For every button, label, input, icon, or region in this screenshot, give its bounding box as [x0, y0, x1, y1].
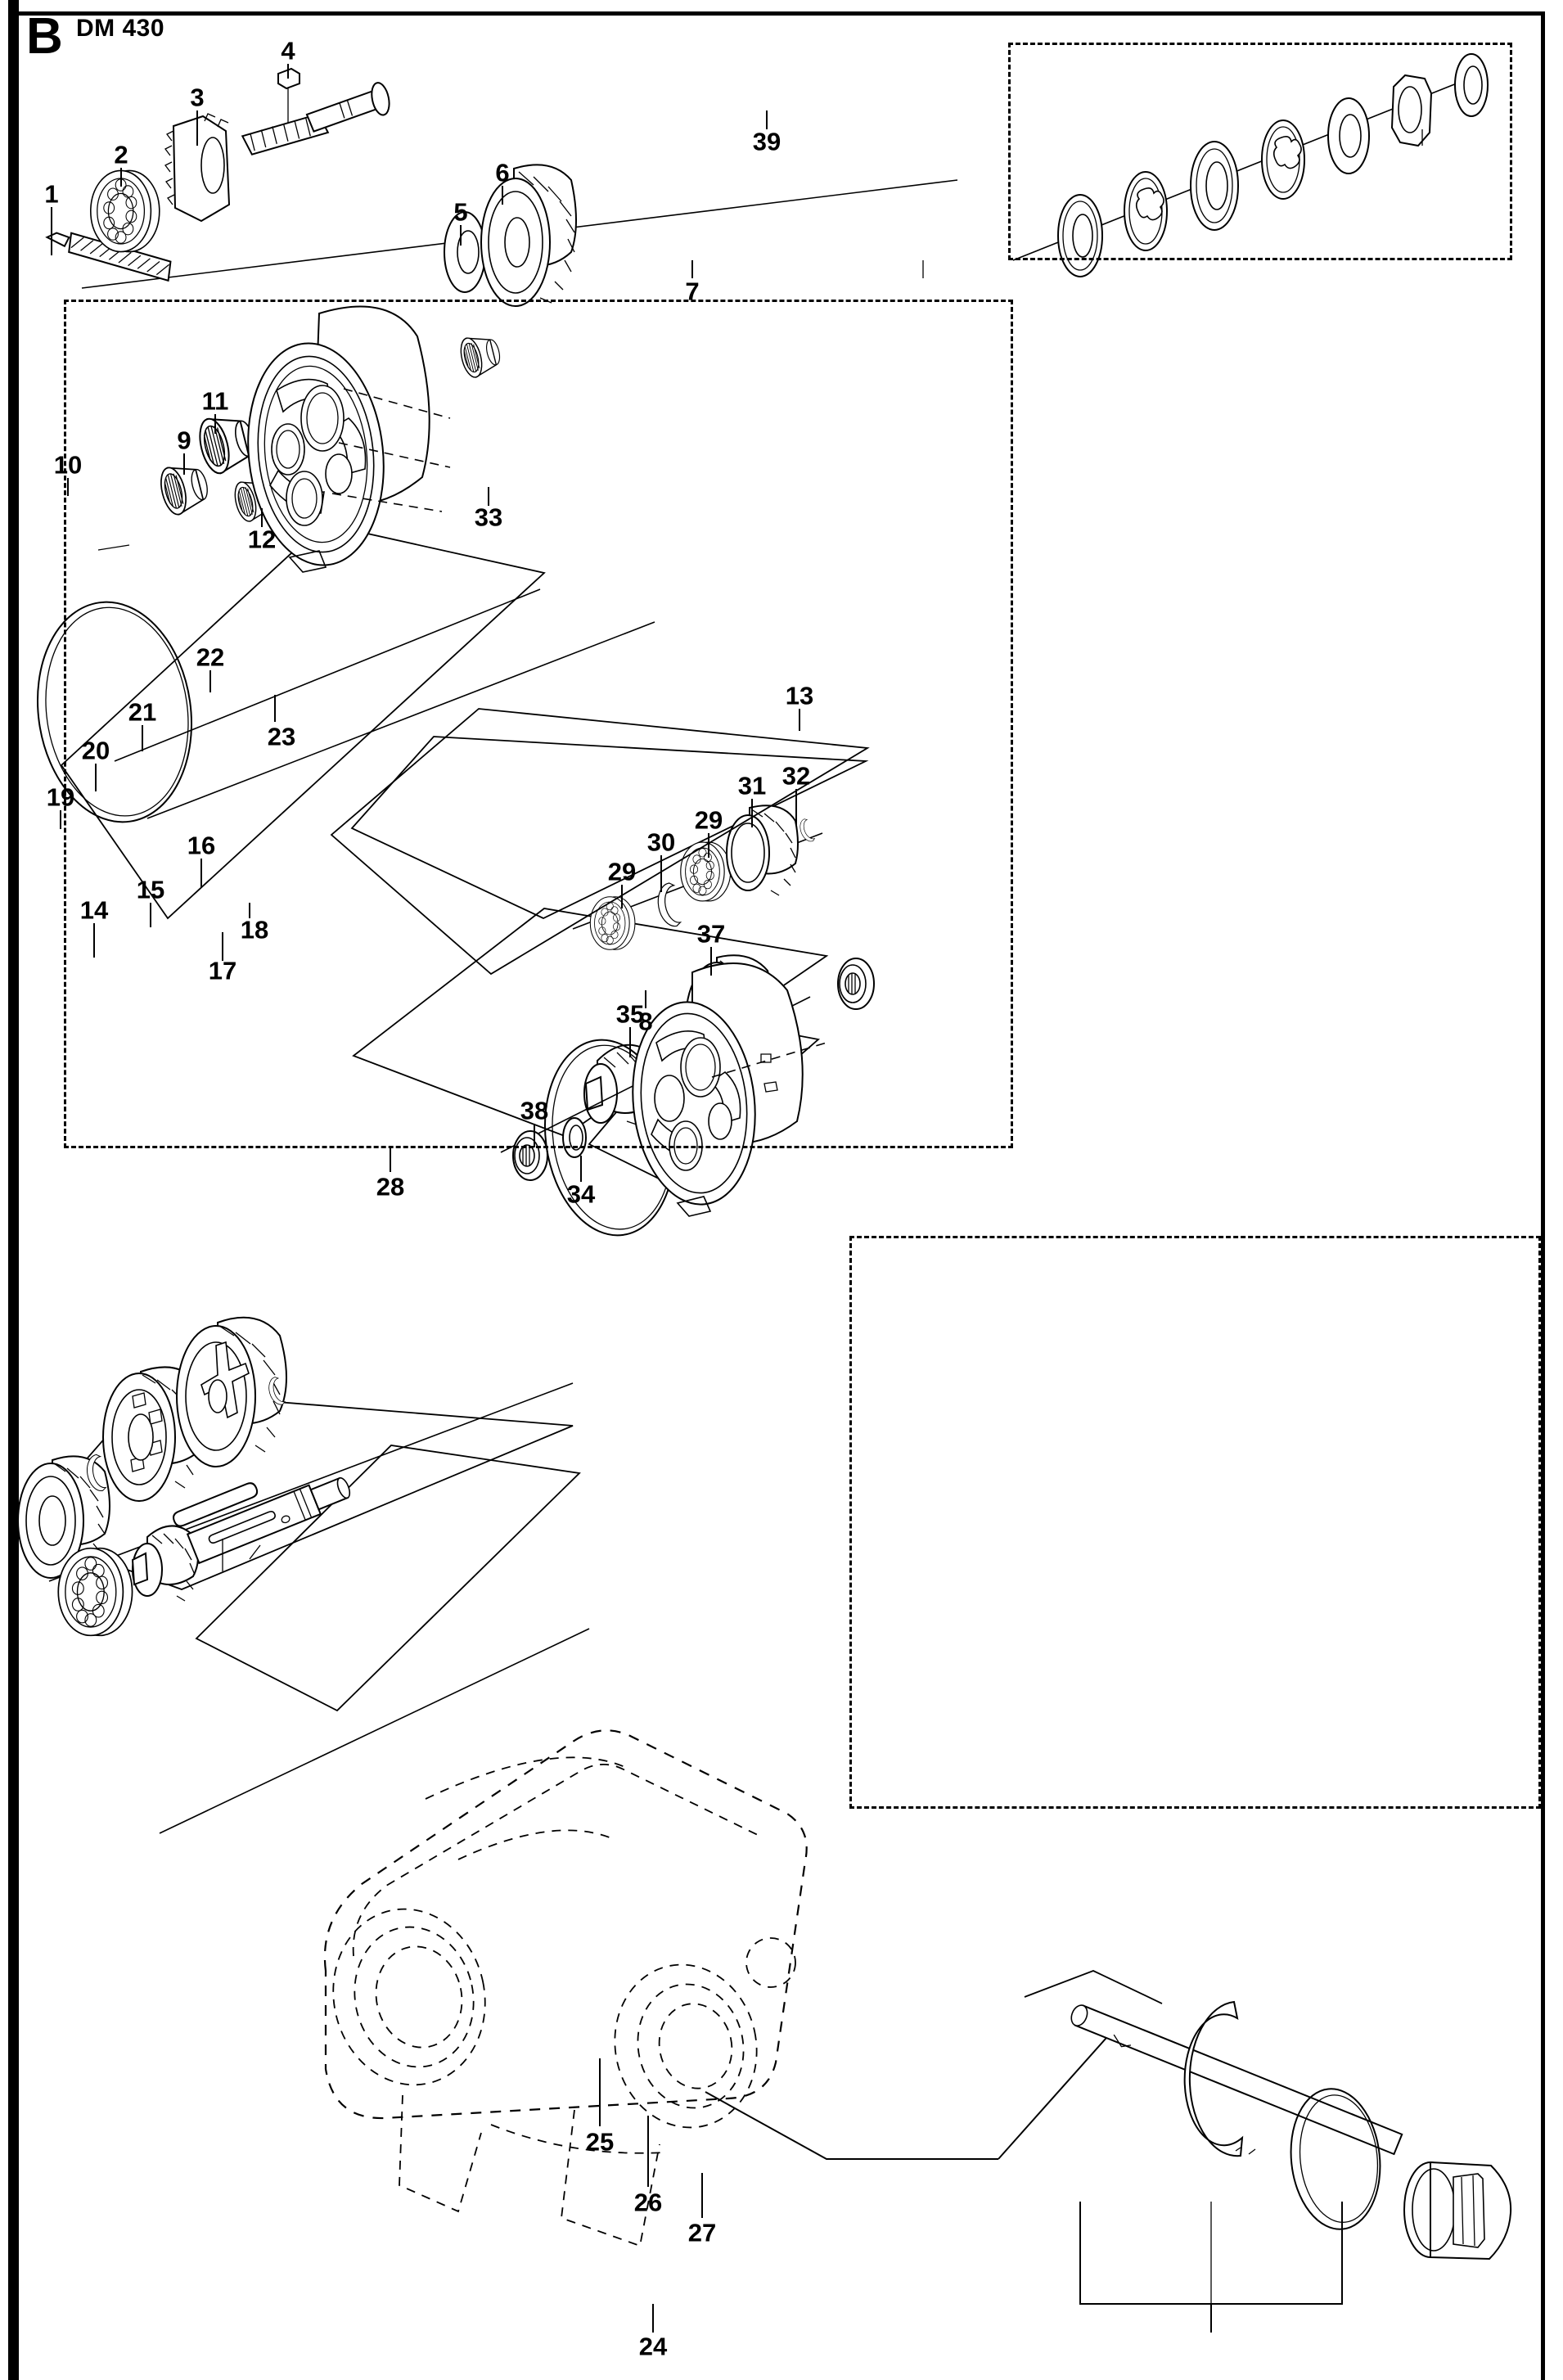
- callout-number-35: 35: [615, 999, 645, 1029]
- gearbox-cover-group: [330, 708, 875, 1237]
- input-shaft-assembly: [45, 67, 958, 307]
- callout-number-4: 4: [281, 36, 295, 65]
- callout-leader-8: [645, 990, 646, 1008]
- callout-number-33: 33: [474, 503, 503, 532]
- gearbox-housing-group: [37, 305, 655, 920]
- callout-leader-33: [488, 487, 489, 506]
- page-frame-left-bar: [8, 0, 19, 2380]
- callout-number-24: 24: [638, 2332, 668, 2361]
- callout-leader-31: [751, 799, 753, 827]
- callout-leader-7: [691, 260, 693, 278]
- callout-number-19: 19: [46, 782, 75, 812]
- callout-number-11: 11: [201, 386, 229, 416]
- callout-leader-17: [222, 932, 223, 961]
- gearbox-housing-body: [247, 305, 451, 573]
- callout-number-29b: 29: [694, 805, 723, 835]
- page-frame-top-rule: [8, 11, 1545, 16]
- callout-leader-34: [580, 1156, 582, 1182]
- callout-number-34: 34: [566, 1179, 596, 1209]
- callout-leader-3: [196, 110, 198, 146]
- callout-number-6: 6: [495, 158, 510, 187]
- callout-leader-9: [183, 453, 185, 475]
- callout-leader-37: [710, 947, 712, 976]
- section-letter: B: [26, 8, 63, 65]
- callout-leader-29b: [708, 833, 709, 858]
- callout-leader-16: [200, 859, 202, 888]
- callout-number-37: 37: [696, 919, 726, 949]
- clutch-disc-stack: [922, 53, 1489, 278]
- callout-leader-27: [701, 2173, 703, 2218]
- callout-leader-5: [460, 225, 462, 246]
- callout-leader-39: [766, 110, 768, 129]
- callout-number-18: 18: [240, 915, 269, 944]
- callout-number-5: 5: [453, 197, 468, 227]
- callout-leader-20: [95, 764, 97, 791]
- callout-leader-26: [647, 2116, 649, 2187]
- callout-leader-38: [534, 1124, 535, 1147]
- callout-leader-32: [795, 789, 797, 825]
- callout-number-25: 25: [585, 2127, 615, 2157]
- callout-leader-6: [502, 186, 503, 205]
- callout-leader-22: [209, 670, 211, 692]
- callout-number-20: 20: [81, 736, 110, 765]
- callout-number-22: 22: [196, 642, 225, 672]
- callout-number-13: 13: [785, 681, 814, 710]
- callout-leader-10: [67, 478, 69, 496]
- callout-number-2: 2: [114, 140, 128, 169]
- callout-leader-24: [652, 2304, 654, 2333]
- callout-leader-28: [390, 1148, 391, 1172]
- callout-leader-13: [799, 709, 800, 731]
- output-shaft-group: [17, 1316, 590, 1834]
- page-frame-right-rule: [1541, 11, 1545, 2380]
- callout-leader-19: [60, 810, 61, 829]
- group-box-gearbox-cover: [849, 1236, 1541, 1809]
- callout-number-12: 12: [247, 525, 277, 554]
- water-valve-group: [1024, 1970, 1512, 2333]
- callout-number-14: 14: [79, 895, 109, 925]
- callout-leader-35: [629, 1027, 631, 1057]
- callout-number-8: 8: [638, 1007, 653, 1036]
- callout-number-29a: 29: [607, 857, 637, 886]
- callout-leader-12: [261, 508, 263, 527]
- callout-number-1: 1: [44, 179, 59, 209]
- callout-leader-18: [249, 903, 250, 918]
- callout-number-30: 30: [646, 827, 676, 857]
- callout-number-26: 26: [633, 2188, 663, 2217]
- callout-leader-2: [120, 168, 122, 187]
- callout-number-21: 21: [128, 697, 157, 727]
- callout-number-32: 32: [782, 761, 811, 791]
- callout-leader-4: [287, 64, 289, 79]
- callout-number-15: 15: [136, 875, 165, 904]
- callout-number-31: 31: [737, 771, 767, 800]
- group-box-clutch-disc-kit: [1008, 43, 1512, 260]
- callout-number-39: 39: [752, 127, 782, 156]
- callout-number-17: 17: [208, 956, 237, 985]
- callout-number-3: 3: [190, 83, 205, 112]
- callout-leader-11: [214, 414, 216, 434]
- callout-leader-14: [93, 923, 95, 958]
- callout-leader-1: [51, 207, 52, 255]
- callout-number-38: 38: [520, 1096, 549, 1125]
- callout-leader-30: [660, 855, 662, 892]
- callout-number-10: 10: [53, 450, 83, 480]
- gearbox-cover-body: [632, 962, 827, 1217]
- machine-body-ghost: [323, 1729, 1120, 2247]
- callout-leader-25: [599, 2058, 601, 2126]
- callout-leader-15: [150, 903, 151, 927]
- callout-number-16: 16: [187, 831, 216, 860]
- callout-number-27: 27: [687, 2218, 717, 2247]
- callout-leader-29a: [621, 885, 623, 908]
- callout-number-28: 28: [376, 1172, 405, 1201]
- callout-number-7: 7: [685, 277, 700, 306]
- callout-leader-21: [142, 725, 143, 751]
- callout-number-23: 23: [267, 722, 296, 751]
- callout-leader-23: [274, 695, 276, 722]
- model-name: DM 430: [76, 15, 165, 42]
- callout-number-9: 9: [177, 426, 191, 455]
- group-box-gearbox-housing: [64, 300, 1013, 1148]
